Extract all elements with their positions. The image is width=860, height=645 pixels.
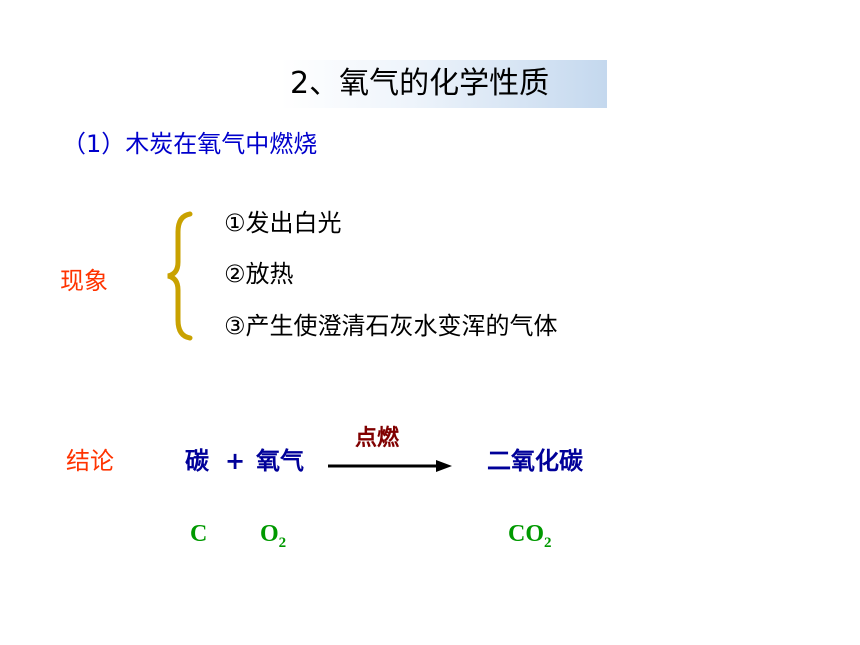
section-subtitle: （1）木炭在氧气中燃烧 (62, 130, 318, 158)
phenomenon-item-3: ③产生使澄清石灰水变浑的气体 (224, 312, 558, 340)
slide-title: 2、氧气的化学性质 (290, 66, 550, 101)
plus-sign: + (225, 447, 246, 475)
phenomenon-label: 现象 (60, 267, 108, 295)
reaction-condition: 点燃 (355, 426, 400, 451)
phenomenon-item-2: ②放热 (224, 260, 294, 288)
curly-brace-icon (167, 211, 193, 341)
reactant-oxygen: 氧气 (256, 447, 304, 475)
product-co2: 二氧化碳 (487, 447, 583, 475)
formula-oxygen: O2 (260, 521, 287, 551)
reaction-arrow-icon (328, 460, 452, 472)
formula-carbon-dioxide: CO2 (508, 521, 552, 551)
conclusion-label: 结论 (66, 447, 114, 475)
reactant-carbon: 碳 (185, 447, 209, 475)
title-banner (281, 60, 607, 108)
phenomenon-item-1: ①发出白光 (224, 209, 342, 237)
formula-carbon: C (190, 521, 208, 547)
